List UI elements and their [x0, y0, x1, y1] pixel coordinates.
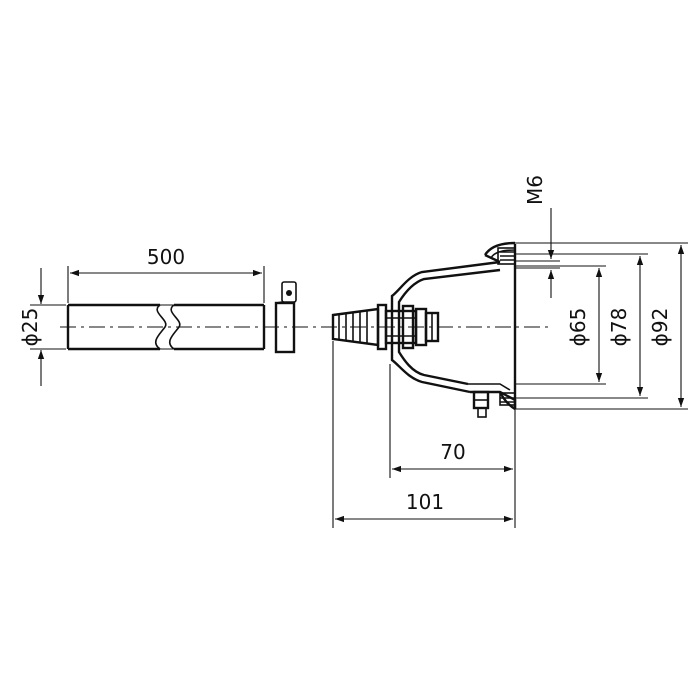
dimension-thread: M6	[523, 175, 555, 298]
dimension-label-d65: ϕ65	[566, 308, 590, 347]
housing-body	[390, 241, 517, 418]
dimension-depth-total: 101	[335, 490, 513, 523]
dimension-label-d25: ϕ25	[18, 308, 42, 347]
dimension-hose-diameter: ϕ25	[18, 268, 66, 386]
dimension-label-m6: M6	[523, 175, 547, 205]
dimension-label-101: 101	[406, 490, 444, 514]
dimension-diameter-outer: ϕ92	[648, 245, 685, 407]
hose-tail-connector	[331, 303, 440, 351]
extension-lines-bottom	[332, 341, 516, 528]
dimension-depth-body: 70	[392, 440, 513, 473]
dimension-label-500: 500	[147, 245, 185, 269]
extension-lines-right	[515, 242, 688, 410]
dimension-label-d78: ϕ78	[607, 308, 631, 347]
dimension-label-70: 70	[440, 440, 465, 464]
hose-section	[66, 303, 266, 351]
dimension-diameter-middle: ϕ78	[607, 256, 644, 396]
dimension-hose-length: 500	[67, 245, 265, 303]
dimension-diameter-inner: ϕ65	[566, 268, 603, 382]
hose-clamp	[274, 281, 297, 354]
dimension-label-d92: ϕ92	[648, 308, 672, 347]
break-symbol	[155, 304, 167, 350]
